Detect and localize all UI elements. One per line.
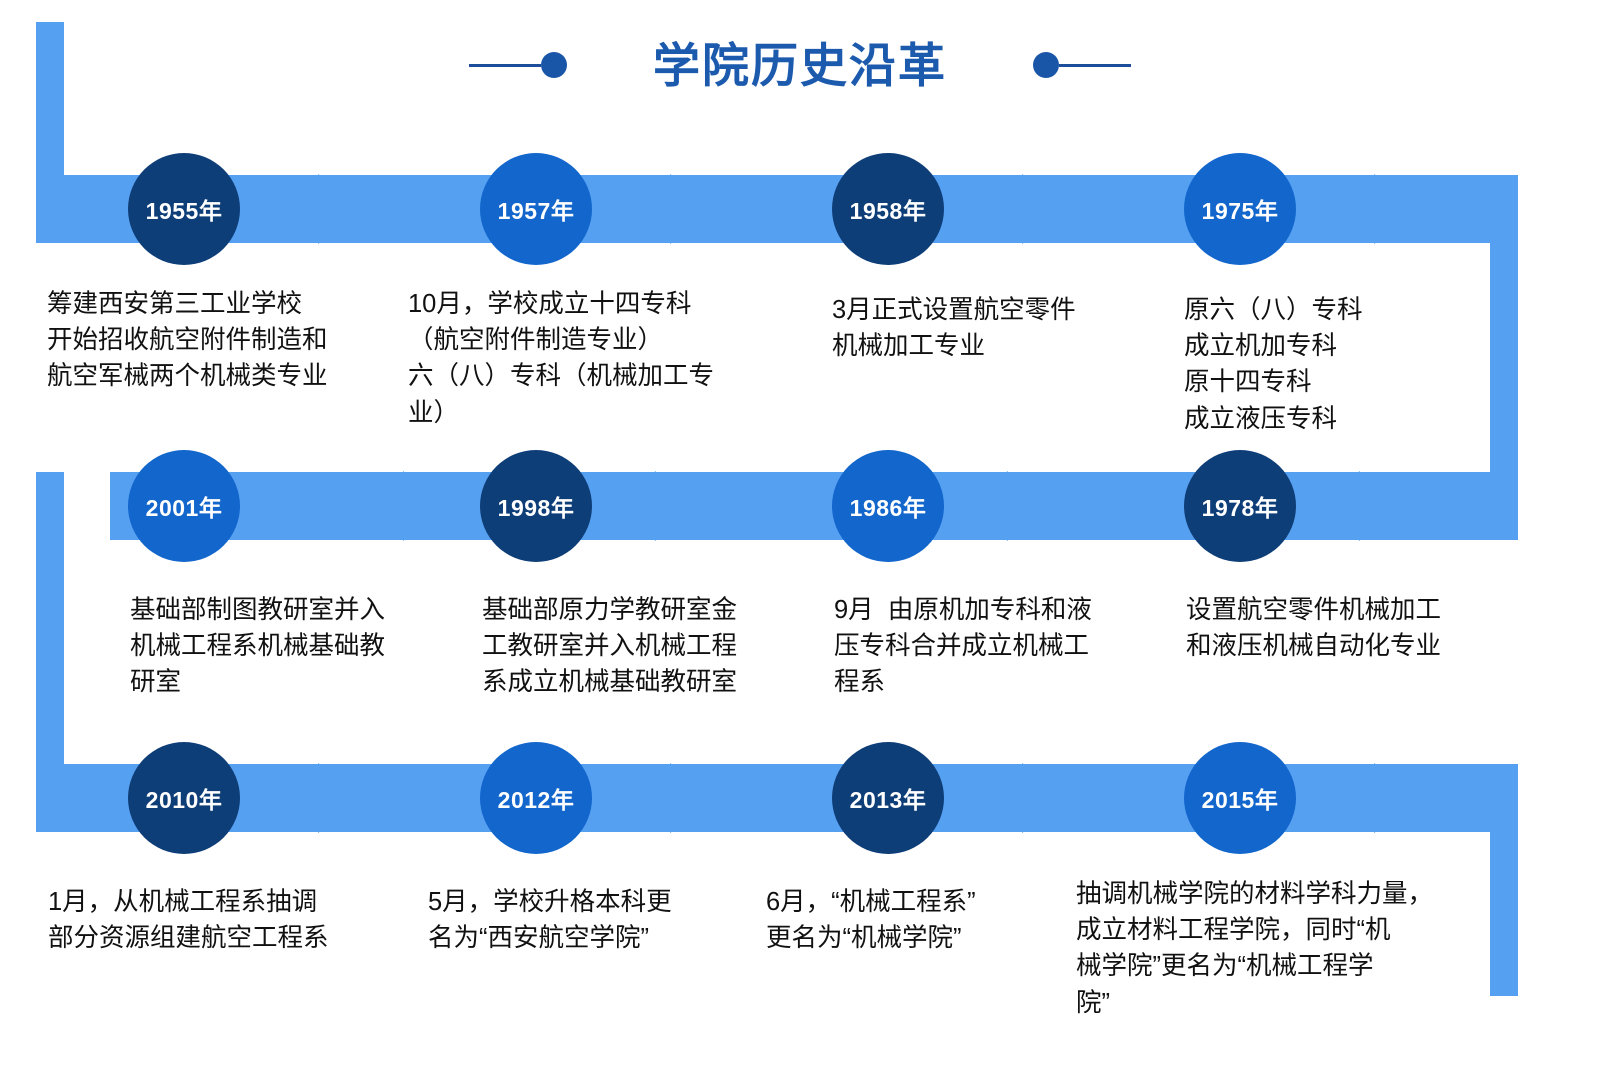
node-year-label: 2010年 — [145, 787, 223, 813]
node-year-label: 2001年 — [145, 495, 223, 521]
row3-arrowhead-4 — [1374, 763, 1422, 833]
decoration-line-left — [469, 63, 541, 67]
timeline-node-2001[interactable]: 2001年 — [128, 450, 240, 562]
node-year-label: 2013年 — [849, 787, 927, 813]
title-left-decoration — [469, 52, 567, 78]
timeline-caption-1986: 9月 由原机加专科和液 压专科合并成立机械工 程系 — [834, 596, 1092, 697]
node-year-label: 2012年 — [497, 787, 575, 813]
row1-arrowhead-2 — [670, 174, 718, 244]
row3-arrowhead-2 — [670, 763, 718, 833]
node-year-label: 1978年 — [1201, 495, 1279, 521]
timeline-node-1998[interactable]: 1998年 — [480, 450, 592, 562]
row2-arrowhead-1 — [1312, 471, 1360, 541]
row2-arrowhead-4 — [356, 471, 404, 541]
decoration-line-right — [1059, 63, 1131, 67]
timeline-caption-1975: 原六（八）专科 成立机加专科 原十四专科 成立液压专科 — [1184, 296, 1363, 433]
timeline-node-2013[interactable]: 2013年 — [832, 742, 944, 854]
row2-arrowhead-3 — [608, 471, 656, 541]
timeline-caption-1978: 设置航空零件机械加工 和液压机械自动化专业 — [1186, 596, 1442, 661]
timeline-caption-1955: 筹建西安第三工业学校 开始招收航空附件制造和 航空军械两个机械类专业 — [47, 290, 328, 391]
row1-arrowhead-4 — [1374, 174, 1422, 244]
page-header: 学院历史沿革 — [0, 22, 1600, 108]
connector-exit-vertical — [1490, 764, 1518, 996]
timeline-caption-2001: 基础部制图教研室并入 机械工程系机械基础教 研室 — [130, 596, 386, 697]
node-year-label: 1957年 — [497, 198, 575, 224]
timeline-caption-2012: 5月，学校升格本科更 名为“西安航空学院” — [428, 888, 672, 953]
timeline-caption-1998: 基础部原力学教研室金 工教研室并入机械工程 系成立机械基础教研室 — [482, 596, 738, 697]
timeline-node-2012[interactable]: 2012年 — [480, 742, 592, 854]
node-year-label: 1998年 — [497, 495, 575, 521]
connector-entry-vertical — [36, 22, 64, 197]
row1-arrowhead-1 — [318, 174, 366, 244]
timeline-caption-2010: 1月，从机械工程系抽调 部分资源组建航空工程系 — [48, 888, 329, 953]
timeline-node-1955[interactable]: 1955年 — [128, 153, 240, 265]
timeline-caption-2015: 抽调机械学院的材料学科力量， 成立材料工程学院，同时“机 械学院”更名为“机械工… — [1076, 880, 1434, 1017]
timeline-node-1978[interactable]: 1978年 — [1184, 450, 1296, 562]
row3-arrowhead-1 — [318, 763, 366, 833]
timeline-node-1986[interactable]: 1986年 — [832, 450, 944, 562]
timeline-node-1958[interactable]: 1958年 — [832, 153, 944, 265]
node-year-label: 1955年 — [145, 198, 223, 224]
timeline-node-1975[interactable]: 1975年 — [1184, 153, 1296, 265]
node-year-label: 1975年 — [1201, 198, 1279, 224]
node-year-label: 1958年 — [849, 198, 927, 224]
timeline-node-2010[interactable]: 2010年 — [128, 742, 240, 854]
timeline-caption-1958: 3月正式设置航空零件 机械加工专业 — [832, 296, 1076, 361]
node-year-label: 1986年 — [849, 495, 927, 521]
decoration-dot-right — [1033, 52, 1059, 78]
timeline-caption-1957: 10月，学校成立十四专科 （航空附件制造专业） 六（八）专科（机械加工专 业） — [408, 290, 715, 427]
title-right-decoration — [1033, 52, 1131, 78]
timeline-node-2015[interactable]: 2015年 — [1184, 742, 1296, 854]
page-title: 学院历史沿革 — [653, 38, 947, 92]
row1-arrowhead-3 — [1022, 174, 1070, 244]
timeline-caption-2013: 6月，“机械工程系” 更名为“机械学院” — [766, 888, 976, 953]
row2-arrowhead-2 — [960, 471, 1008, 541]
row3-arrowhead-3 — [1022, 763, 1070, 833]
timeline-node-1957[interactable]: 1957年 — [480, 153, 592, 265]
node-year-label: 2015年 — [1201, 787, 1279, 813]
decoration-dot-left — [541, 52, 567, 78]
